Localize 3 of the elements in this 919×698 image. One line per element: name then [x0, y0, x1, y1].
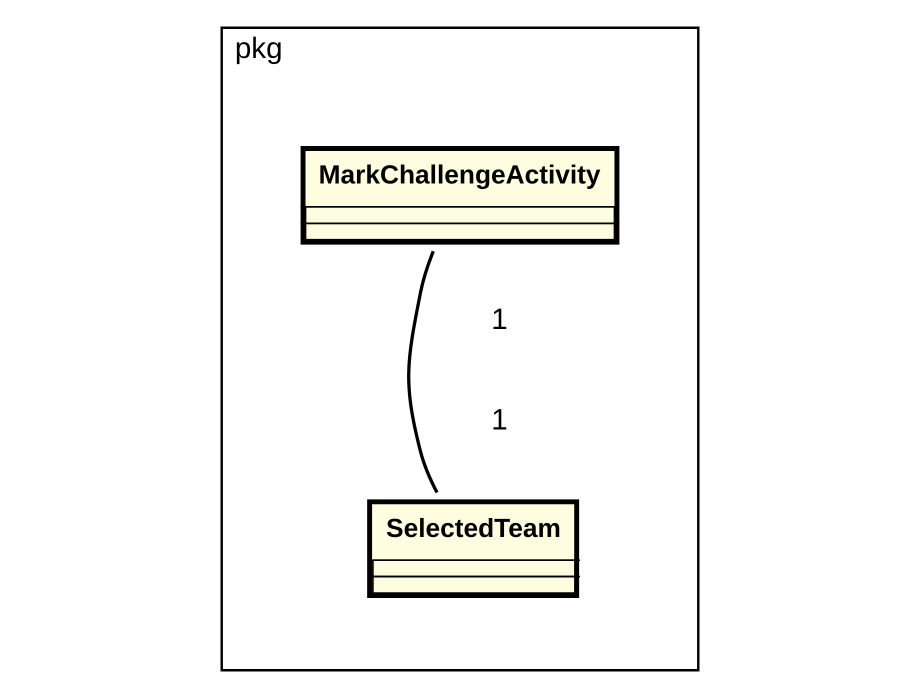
label: 1: [490, 403, 508, 436]
label: 1: [490, 303, 508, 336]
connector: [406, 250, 438, 494]
